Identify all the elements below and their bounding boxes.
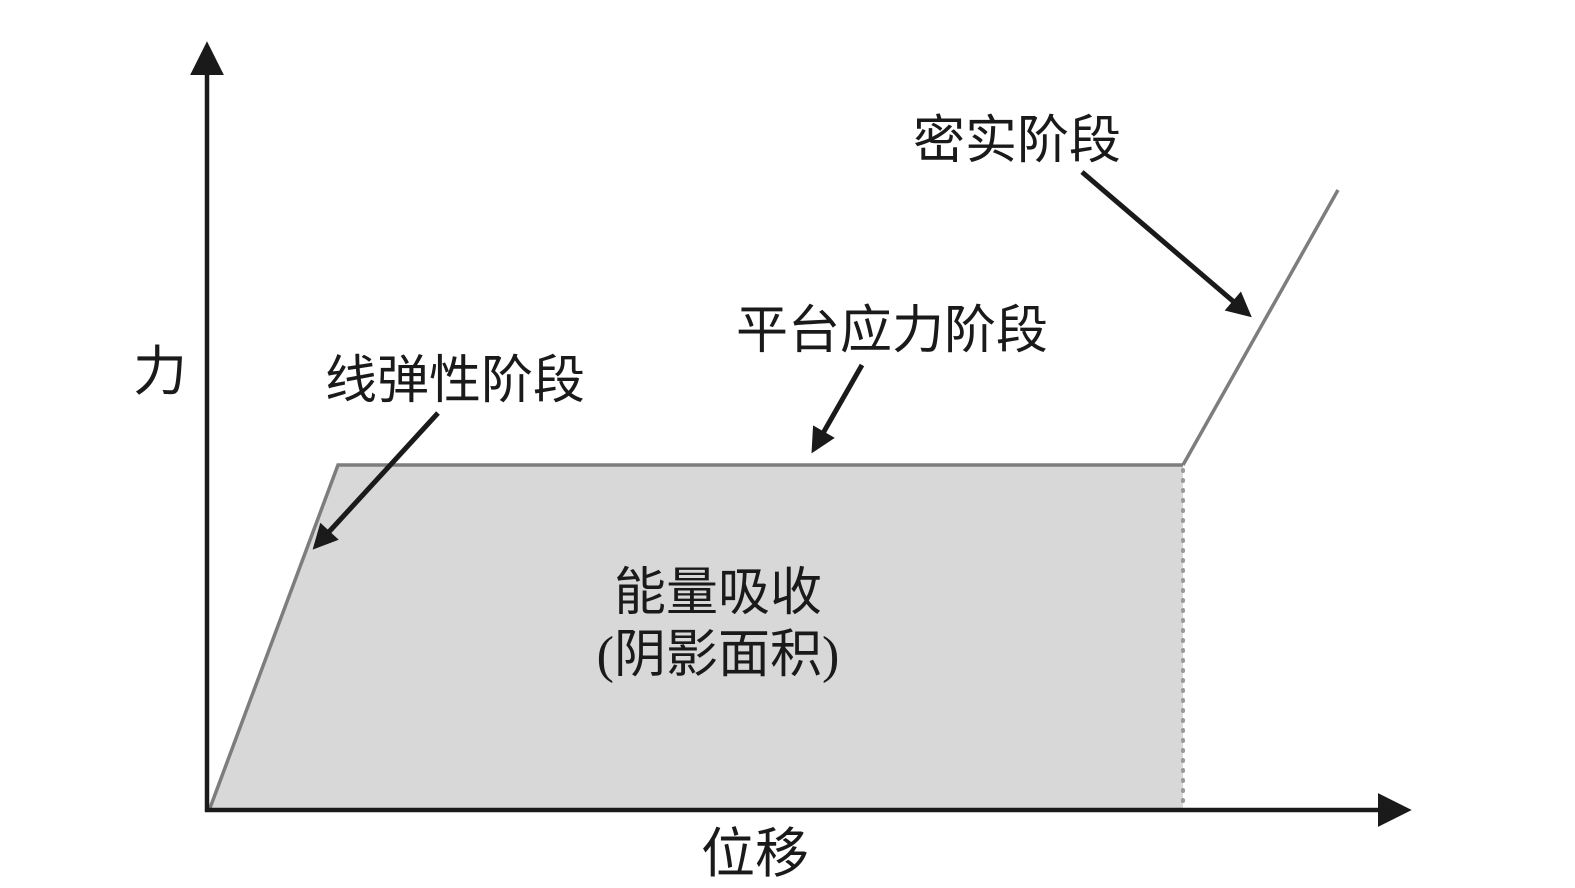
plateau-stage-arrow — [811, 363, 865, 454]
densification-stage-arrow — [1080, 170, 1252, 318]
densification-stage-label: 密实阶段 — [913, 113, 1121, 170]
y-axis-label: 力 — [133, 342, 187, 402]
energy-absorption-label-line1: 能量吸收 — [614, 565, 822, 622]
x-axis-label: 位移 — [701, 824, 809, 884]
elastic-stage-label: 线弹性阶段 — [325, 353, 585, 410]
energy-absorption-label-line2: (阴影面积) — [597, 627, 840, 684]
plateau-stage-label: 平台应力阶段 — [736, 303, 1048, 360]
elastic-stage-arrow — [312, 411, 440, 550]
energy-absorption-shaded-area — [210, 465, 1183, 808]
curve-elastic-plateau-segment — [208, 463, 1183, 809]
curve-densification-segment — [1181, 189, 1340, 466]
